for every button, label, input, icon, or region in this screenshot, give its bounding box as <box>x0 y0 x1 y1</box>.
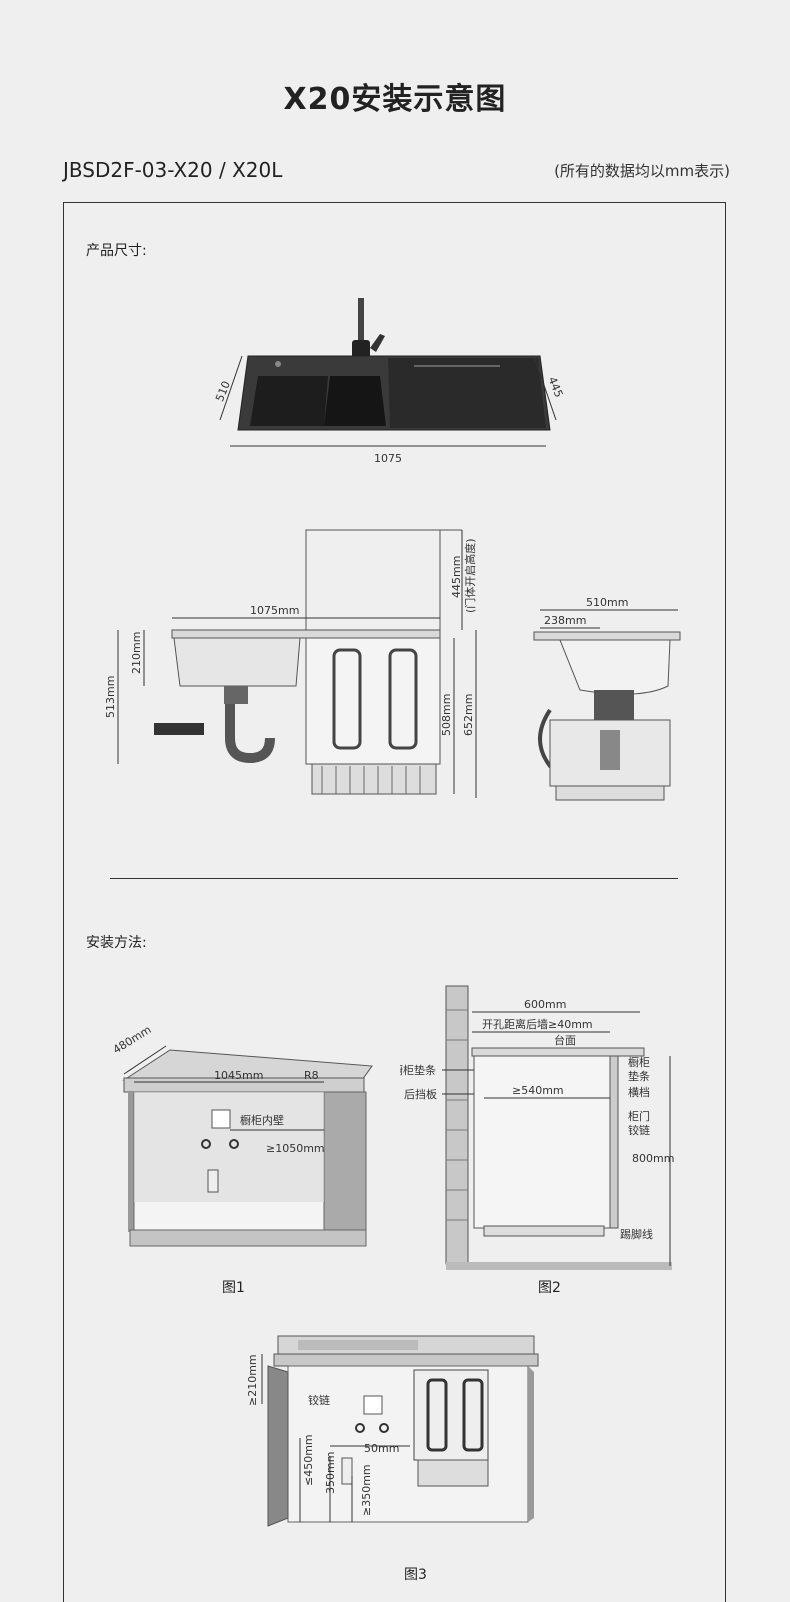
front-body-height: 508mm <box>440 694 453 736</box>
top-depth-right: 445 <box>545 375 565 399</box>
section-divider <box>110 878 678 879</box>
side-depth: 510mm <box>586 596 628 609</box>
unit-note: (所有的数据均以mm表示) <box>554 162 730 180</box>
side-offset: 238mm <box>544 614 586 627</box>
fig1-480: 480mm <box>111 1023 154 1057</box>
fig1-inner-wall: 橱柜内壁 <box>240 1113 284 1127</box>
side-view: 510mm 238mm <box>533 596 681 801</box>
fig3-50: 50mm <box>364 1442 399 1455</box>
top-width: 1075 <box>374 452 402 465</box>
fig3-210: ≥210mm <box>246 1354 259 1406</box>
fig2-kick: 踢脚线 <box>620 1227 653 1241</box>
fig2-countertop: 台面 <box>554 1033 576 1047</box>
model-number: JBSD2F-03-X20 / X20L <box>63 158 283 182</box>
fig3-350a: 350mm <box>324 1452 337 1494</box>
fig2-800: 800mm <box>632 1152 674 1165</box>
front-width: 1075mm <box>250 604 299 617</box>
fig3-350b: ≥350mm <box>360 1464 373 1516</box>
content-frame <box>63 202 726 1602</box>
fig3-hinge: 铰链 <box>308 1393 330 1407</box>
fig3-caption: 图3 <box>404 1567 427 1583</box>
fig2-hinge: 铰链 <box>628 1123 650 1137</box>
lid-outline <box>305 529 441 645</box>
install-heading: 安装方法: <box>86 935 147 951</box>
page-title: X20安装示意图 <box>283 82 507 117</box>
brick-wall <box>445 985 469 1265</box>
fig1-caption: 图1 <box>222 1280 245 1296</box>
faucet-icon <box>358 298 364 348</box>
drain-hose <box>154 723 204 735</box>
fig2-backboard: 后挡板 <box>404 1087 437 1101</box>
fig3-installed: ≥210mm 铰链 50mm ≤450mm 350mm ≥350mm <box>246 1335 539 1527</box>
fig2-crossbar: 横档 <box>628 1085 650 1099</box>
front-total-height: 513mm <box>104 676 117 718</box>
fig2-pad-label: 垫条 <box>628 1069 650 1083</box>
fig1-1045: 1045mm <box>214 1069 263 1082</box>
sink-top-view: 510 445 1075 <box>213 298 565 465</box>
product-size-heading: 产品尺寸: <box>86 243 147 259</box>
front-lid-open: 445mm <box>450 556 463 598</box>
fig1-r8: R8 <box>304 1069 319 1082</box>
top-depth-left: 510 <box>213 379 233 403</box>
left-door <box>267 1365 289 1527</box>
fig1-cabinet: 480mm 1045mm R8 橱柜内壁 ≥1050mm <box>111 1023 373 1247</box>
fig2-wall-gap: 开孔距离后墙≥40mm <box>482 1017 593 1031</box>
fig3-450: ≤450mm <box>302 1434 315 1486</box>
fig2-cabinet-label: 橱柜 <box>628 1055 650 1069</box>
fig1-1050: ≥1050mm <box>266 1142 325 1155</box>
front-sink-depth: 210mm <box>130 632 143 674</box>
fig2-600: 600mm <box>524 998 566 1011</box>
fig2-540: ≥540mm <box>512 1084 564 1097</box>
fig2-door: 柜门 <box>628 1109 650 1123</box>
front-view: 445mm (门体开启高度) 1075mm 210mm 513mm 508mm … <box>104 529 477 798</box>
front-open-height: 652mm <box>462 694 475 736</box>
front-lid-note: (门体开启高度) <box>463 538 477 613</box>
fig2-caption: 图2 <box>538 1280 561 1296</box>
